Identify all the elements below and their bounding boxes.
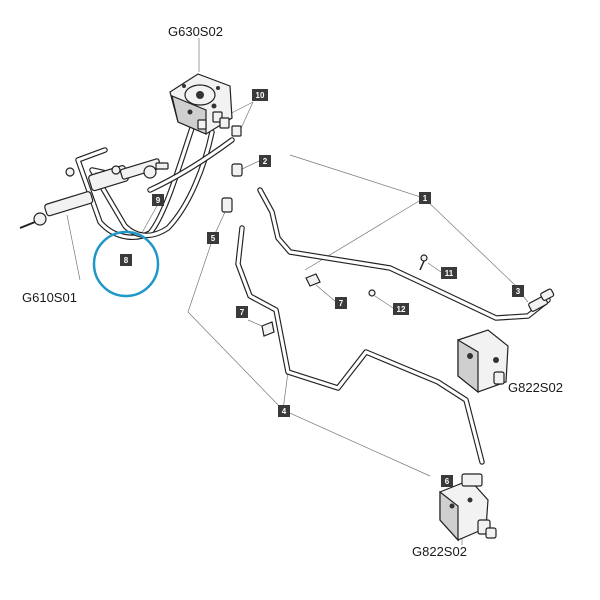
assembly-label-g822s02-right: G822S02 [508, 380, 563, 395]
callout-7b: 7 [236, 306, 248, 318]
highlight-circle [92, 230, 160, 298]
pipes [75, 125, 551, 465]
callout-12: 12 [393, 303, 409, 315]
svg-text:3: 3 [516, 287, 521, 296]
svg-text:7: 7 [240, 308, 245, 317]
svg-text:7: 7 [339, 299, 344, 308]
assembly-label-g822s02-bottom: G822S02 [412, 544, 467, 559]
assembly-label-g630s02: G630S02 [168, 24, 223, 39]
callout-4: 4 [278, 405, 290, 417]
assembly-label-g610s01: G610S01 [22, 290, 77, 305]
svg-text:2: 2 [263, 157, 268, 166]
callout-7a: 7 [335, 297, 347, 309]
callout-2: 2 [259, 155, 271, 167]
callout-6: 6 [441, 475, 453, 487]
callout-11: 11 [441, 267, 457, 279]
valve-block-g822s02-bottom [439, 473, 497, 542]
leader-lines [66, 38, 529, 545]
callout-3: 3 [512, 285, 524, 297]
callout-5: 5 [207, 232, 219, 244]
valve-block-g822s02-right [457, 288, 555, 394]
steering-unit-g630s02 [169, 73, 242, 137]
small-parts [221, 163, 428, 337]
callout-10: 10 [252, 89, 268, 101]
svg-text:12: 12 [397, 305, 406, 314]
svg-text:11: 11 [445, 269, 454, 278]
svg-text:10: 10 [256, 91, 265, 100]
callout-8: 8 [120, 254, 132, 266]
cylinder-g610s01 [19, 158, 169, 229]
svg-text:8: 8 [124, 256, 129, 265]
svg-text:5: 5 [211, 234, 216, 243]
svg-text:9: 9 [156, 196, 161, 205]
callout-1: 1 [419, 192, 431, 204]
svg-text:6: 6 [445, 477, 450, 486]
svg-text:1: 1 [423, 194, 428, 203]
callout-9: 9 [152, 194, 164, 206]
svg-text:4: 4 [282, 407, 287, 416]
